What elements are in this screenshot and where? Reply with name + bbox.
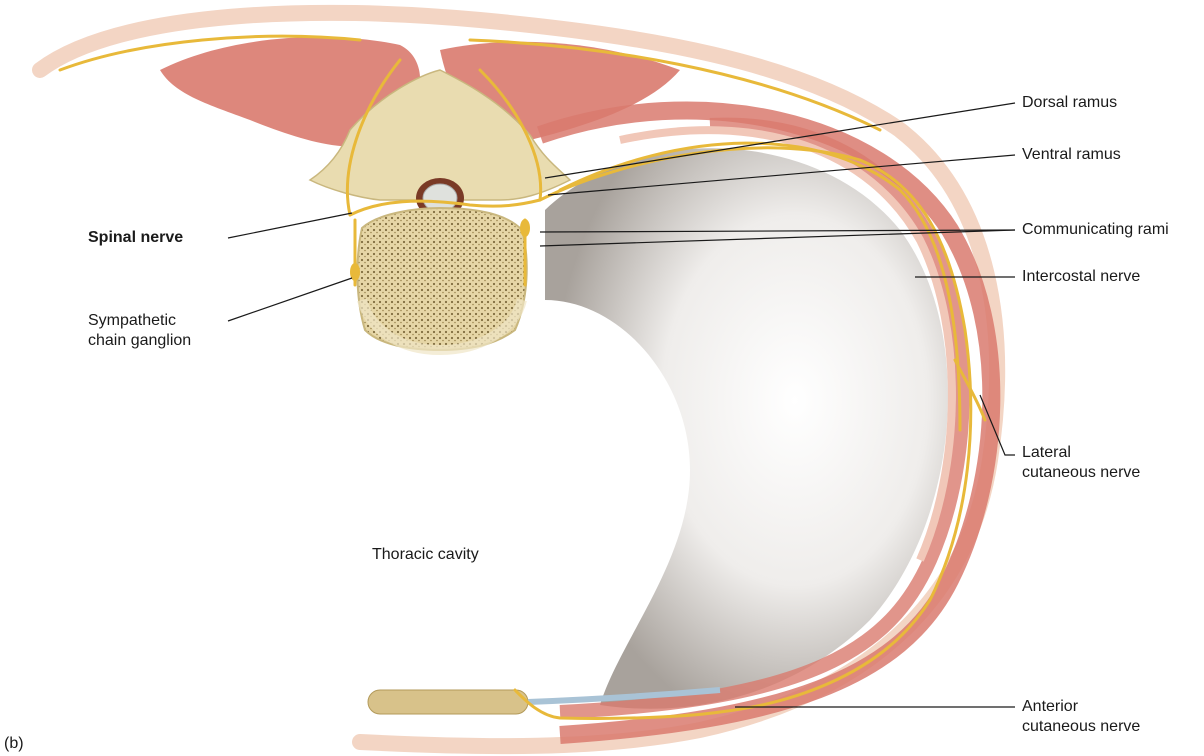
leader-sympathetic-ganglion xyxy=(228,278,352,321)
label-thoracic-cavity: Thoracic cavity xyxy=(372,545,479,565)
sympathetic-ganglion-right xyxy=(520,219,530,237)
label-intercostal-nerve: Intercostal nerve xyxy=(1022,267,1140,287)
panel-label: (b) xyxy=(4,734,24,754)
label-ventral-ramus: Ventral ramus xyxy=(1022,145,1121,165)
label-communicating-rami: Communicating rami xyxy=(1022,220,1169,240)
label-anterior-cutaneous-nerve: Anterior cutaneous nerve xyxy=(1022,697,1140,737)
label-spinal-nerve: Spinal nerve xyxy=(88,228,183,248)
sternum xyxy=(368,690,528,714)
leader-spinal-nerve xyxy=(228,213,352,238)
label-sympathetic-chain-ganglion: Sympathetic chain ganglion xyxy=(88,311,191,351)
label-dorsal-ramus: Dorsal ramus xyxy=(1022,93,1117,113)
label-lateral-cutaneous-nerve: Lateral cutaneous nerve xyxy=(1022,443,1140,483)
